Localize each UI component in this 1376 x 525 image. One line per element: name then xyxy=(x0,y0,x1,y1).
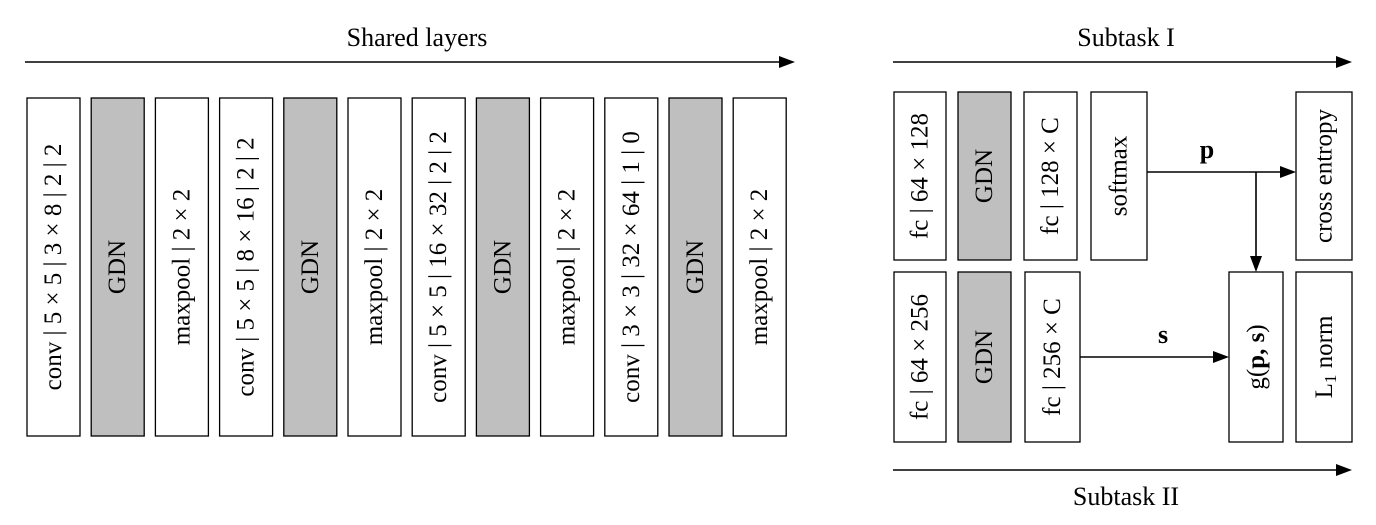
shared-layers-arrow xyxy=(25,56,795,68)
subtask-1-layer-label: fc | 128 × C xyxy=(1037,117,1064,235)
subtask-2-layer-3-fc-256-x-c: fc | 256 × C xyxy=(1024,271,1081,443)
subtask-1-layer-1-fc-64-x-128: fc | 64 × 128 xyxy=(893,91,947,261)
shared-layer-label: conv | 5 × 5 | 16 × 32 | 2 | 2 xyxy=(425,131,452,403)
subtask-1-layers-group: fc | 64 × 128 GDN fc | 128 × C softmax xyxy=(893,91,1148,261)
l1-norm-block: L1 norm xyxy=(1295,271,1353,443)
subtask-2-layer-1-fc-64-x-256: fc | 64 × 256 xyxy=(893,271,947,443)
shared-layer-12-maxpool-2-x-2: maxpool | 2 × 2 xyxy=(732,97,787,437)
shared-layer-3-maxpool-2-x-2: maxpool | 2 × 2 xyxy=(154,97,210,437)
subtask-1-arrow xyxy=(893,56,1352,68)
subtask-1-layer-label: GDN xyxy=(971,149,998,203)
subtask-2-layer-label: GDN xyxy=(971,330,998,384)
cross-entropy-label: cross entropy xyxy=(1311,109,1338,243)
subtask-1-layer-2-gdn: GDN xyxy=(957,91,1012,261)
subtask-2-arrow xyxy=(893,464,1352,476)
p-to-g-connector-arrow xyxy=(1250,172,1262,272)
shared-layer-6-maxpool-2-x-2: maxpool | 2 × 2 xyxy=(347,97,402,437)
subtask-1-layer-label: fc | 64 × 128 xyxy=(907,113,934,239)
shared-layer-label: maxpool | 2 × 2 xyxy=(361,189,388,346)
shared-layer-label: maxpool | 2 × 2 xyxy=(554,189,581,346)
shared-layer-2-gdn: GDN xyxy=(90,97,145,437)
p-connector-arrow xyxy=(1147,166,1296,178)
shared-layer-label: conv | 5 × 5 | 3 × 8 | 2 | 2 xyxy=(40,144,67,391)
shared-layer-label: maxpool | 2 × 2 xyxy=(168,189,195,346)
shared-layers-header: Shared layers xyxy=(347,23,488,52)
s-connector-arrow xyxy=(1080,351,1229,363)
shared-layer-label: conv | 3 × 3 | 32 × 64 | 1 | 0 xyxy=(618,131,645,403)
subtask-2-layers-group: fc | 64 × 256 GDN fc | 256 × C xyxy=(893,271,1081,443)
subtask-2-layer-label: fc | 64 × 256 xyxy=(907,294,934,420)
subtask-1-layer-3-fc-128-x-c: fc | 128 × C xyxy=(1023,91,1078,261)
s-edge-label: s xyxy=(1158,320,1168,349)
shared-layer-label: GDN xyxy=(297,240,324,294)
subtask-2-layer-label: fc | 256 × C xyxy=(1039,298,1066,416)
subtask-1-layer-4-softmax: softmax xyxy=(1090,91,1148,261)
shared-layer-label: conv | 5 × 5 | 8 × 16 | 2 | 2 xyxy=(233,137,260,396)
g-function-block: g(p, s) xyxy=(1228,271,1284,443)
g-function-label: g(p, s) xyxy=(1243,324,1270,389)
shared-layers-group: conv | 5 × 5 | 3 × 8 | 2 | 2 GDN maxpool |… xyxy=(26,97,787,437)
subtask-1-header: Subtask I xyxy=(1077,23,1175,52)
shared-layer-7-conv-5-x-5-16-x-32-2-2: conv | 5 × 5 | 16 × 32 | 2 | 2 xyxy=(411,97,466,437)
shared-layer-label: maxpool | 2 × 2 xyxy=(746,189,773,346)
shared-layer-5-gdn: GDN xyxy=(283,97,338,437)
subtask-2-header: Subtask II xyxy=(1073,482,1179,511)
shared-layer-9-maxpool-2-x-2: maxpool | 2 × 2 xyxy=(539,97,595,437)
l1-norm-label: L1 norm xyxy=(1311,315,1340,398)
p-edge-label: p xyxy=(1200,135,1214,164)
shared-layer-label: GDN xyxy=(682,240,709,294)
shared-layer-11-gdn: GDN xyxy=(668,97,723,437)
subtask-2-layer-2-gdn: GDN xyxy=(957,271,1012,443)
subtask-1-layer-label: softmax xyxy=(1106,135,1133,216)
shared-layer-4-conv-5-x-5-8-x-16-2-2: conv | 5 × 5 | 8 × 16 | 2 | 2 xyxy=(218,97,274,437)
cross-entropy-block: cross entropy xyxy=(1295,91,1353,261)
shared-layer-10-conv-3-x-3-32-x-64-1-0: conv | 3 × 3 | 32 × 64 | 1 | 0 xyxy=(604,97,659,437)
shared-layer-label: GDN xyxy=(104,240,131,294)
shared-layer-1-conv-5-x-5-3-x-8-2-2: conv | 5 × 5 | 3 × 8 | 2 | 2 xyxy=(26,97,81,437)
shared-layer-8-gdn: GDN xyxy=(475,97,531,437)
shared-layer-label: GDN xyxy=(489,240,516,294)
